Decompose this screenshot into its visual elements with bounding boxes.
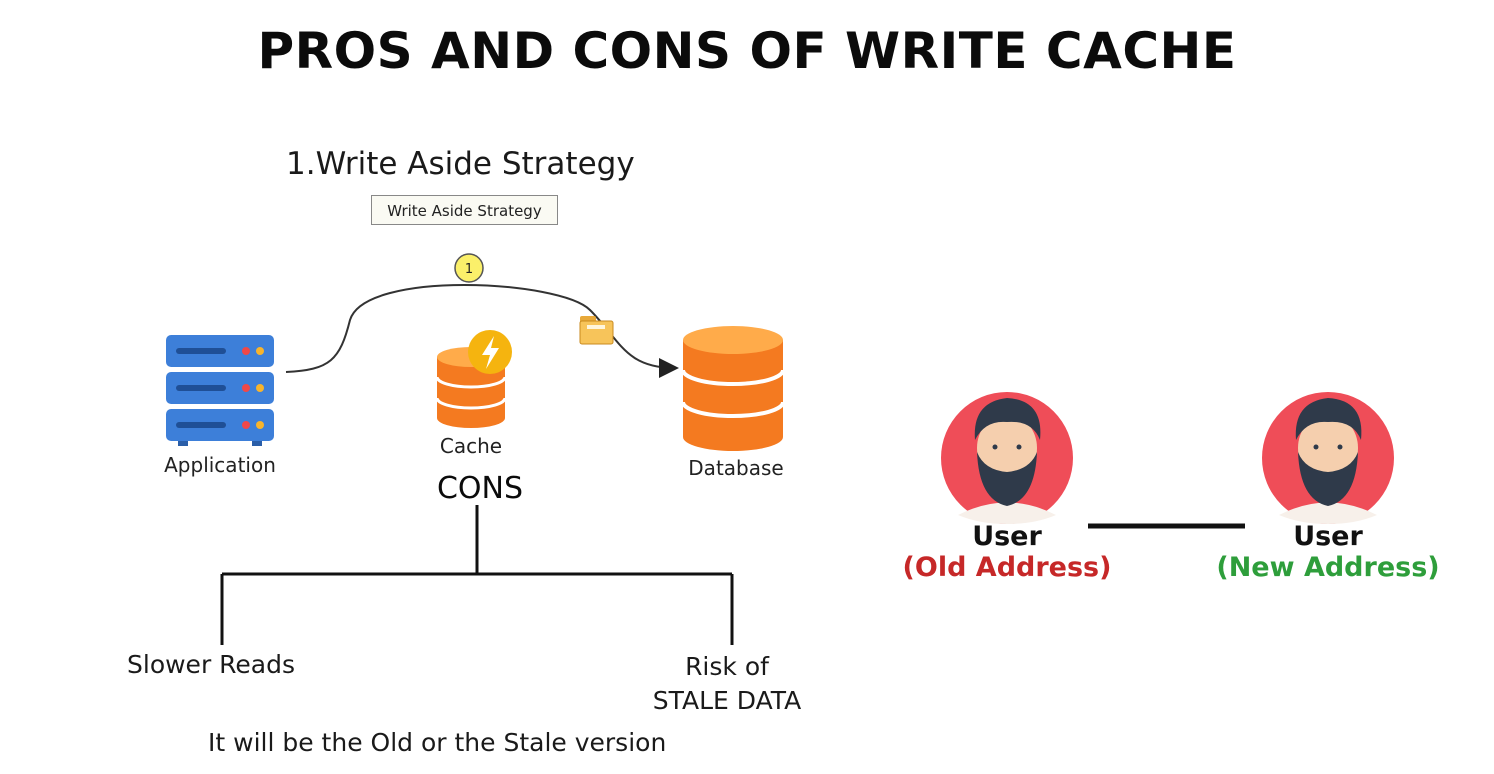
con-slower-reads: Slower Reads	[127, 650, 296, 679]
application-label: Application	[164, 453, 276, 477]
lightning-icon	[468, 330, 512, 374]
section-heading: 1.Write Aside Strategy	[286, 146, 635, 182]
server-icon	[166, 335, 274, 446]
user-new-address: (New Address)	[1216, 552, 1440, 583]
con-stale-data-line1: Risk of	[685, 652, 769, 681]
cache-label: Cache	[439, 434, 503, 458]
user-avatar-old	[941, 392, 1073, 524]
step-badge: 1	[454, 253, 484, 283]
database-label: Database	[688, 456, 784, 480]
user-old-name: User	[972, 521, 1042, 552]
database-icon	[681, 326, 785, 451]
user-new-name: User	[1293, 521, 1363, 552]
cons-footnote: It will be the Old or the Stale version	[208, 728, 667, 757]
con-stale-data-line2: STALE DATA	[652, 686, 802, 715]
step-badge-number: 1	[465, 262, 473, 277]
cons-tree	[220, 505, 734, 645]
user-new-label: User (New Address)	[1198, 521, 1458, 583]
con-stale-data: Risk of STALE DATA	[620, 650, 834, 718]
strategy-label-box: Write Aside Strategy	[371, 195, 558, 225]
user-old-address: (Old Address)	[902, 552, 1112, 583]
user-avatar-new	[1262, 392, 1394, 524]
cons-title: CONS	[436, 471, 524, 506]
folder-icon	[579, 316, 614, 345]
flow-arrow	[285, 284, 679, 378]
page-title: PROS AND CONS OF WRITE CACHE	[257, 22, 1237, 80]
user-old-label: User (Old Address)	[877, 521, 1137, 583]
